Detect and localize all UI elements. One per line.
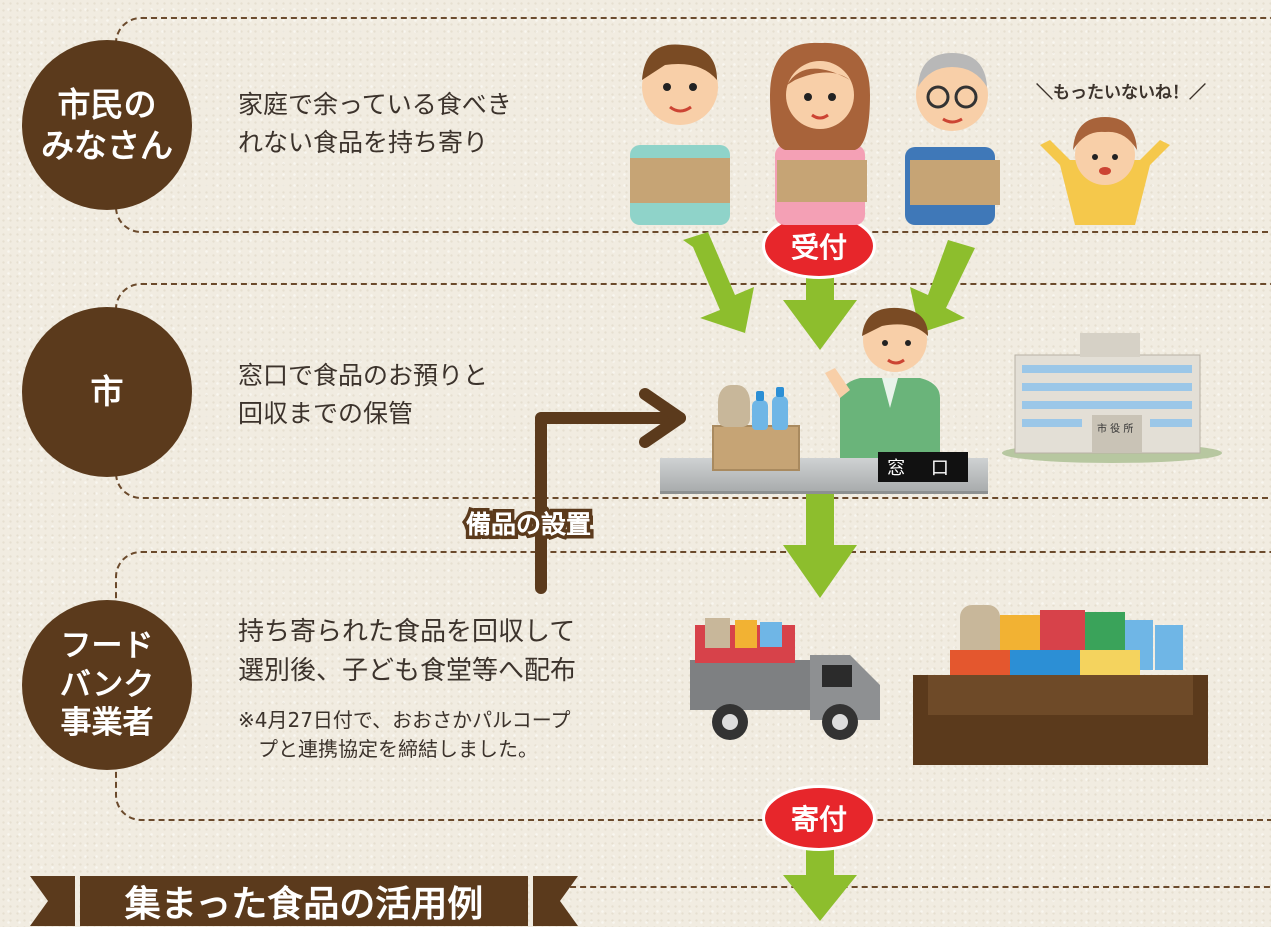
foodbank-text: 持ち寄られた食品を回収して 選別後、子ども食堂等へ配布 bbox=[238, 617, 577, 686]
man-figure-icon bbox=[630, 44, 730, 225]
arrow-counter-down-icon bbox=[783, 485, 857, 598]
counter-label: 窓 口 bbox=[878, 452, 968, 482]
receive-badge-label: 受付 bbox=[790, 231, 847, 264]
citizens-circle-label: 市民の みなさん bbox=[41, 84, 173, 165]
setup-label-outline: 備品の設置 bbox=[462, 507, 594, 543]
donate-badge-label: 寄付 bbox=[790, 803, 847, 836]
usage-example-banner: 集まった食品の活用例 bbox=[80, 876, 528, 926]
speech-text: ＼もったいないね！／ bbox=[1036, 83, 1206, 103]
citizens-circle: 市民の みなさん bbox=[22, 40, 192, 210]
counter-bottle-2 bbox=[772, 387, 788, 430]
woman-figure-icon bbox=[770, 42, 870, 225]
citizens-illustration bbox=[630, 42, 1000, 225]
arrow-bottom-down-icon bbox=[783, 840, 857, 921]
setup-connector-icon bbox=[535, 388, 686, 594]
city-hall-sign: 市 役 所 bbox=[1097, 424, 1134, 435]
city-text: 窓口で食品のお預りと 回収までの保管 bbox=[238, 361, 489, 428]
counter-rice-sack bbox=[718, 385, 750, 427]
city-circle: 市 bbox=[22, 307, 192, 477]
arrow-left-down-icon bbox=[683, 232, 754, 333]
usage-example-title: 集まった食品の活用例 bbox=[124, 884, 484, 925]
foodbank-note: ※4月27日付で、おおさかパルコープ プと連携協定を締結しました。 bbox=[238, 708, 571, 761]
foodbank-circle: フード バンク 事業者 bbox=[22, 600, 192, 770]
banner-left-arrow-icon bbox=[30, 876, 75, 926]
food-crate-icon bbox=[913, 605, 1208, 765]
donate-badge: 寄付 bbox=[762, 785, 876, 851]
grandpa-figure-icon bbox=[905, 53, 1000, 225]
foodbank-circle-label: フード バンク 事業者 bbox=[59, 627, 155, 742]
clerk-figure-icon bbox=[825, 307, 940, 468]
citizens-text: 家庭で余っている食べき れない食品を持ち寄り bbox=[238, 90, 512, 157]
girl-figure-icon bbox=[1040, 117, 1170, 225]
bottom-dashed-line bbox=[560, 886, 1271, 888]
city-circle-label: 市 bbox=[90, 372, 124, 412]
arrow-center-down-icon bbox=[783, 255, 857, 350]
truck-icon bbox=[690, 618, 880, 740]
city-hall-building-icon bbox=[1002, 333, 1222, 463]
arrow-right-down-icon bbox=[910, 240, 975, 333]
counter-bottle-1 bbox=[752, 391, 768, 430]
counter-box bbox=[712, 425, 800, 471]
banner-right-arrow-icon bbox=[533, 876, 578, 926]
setup-label: 備品の設置 bbox=[466, 510, 592, 539]
